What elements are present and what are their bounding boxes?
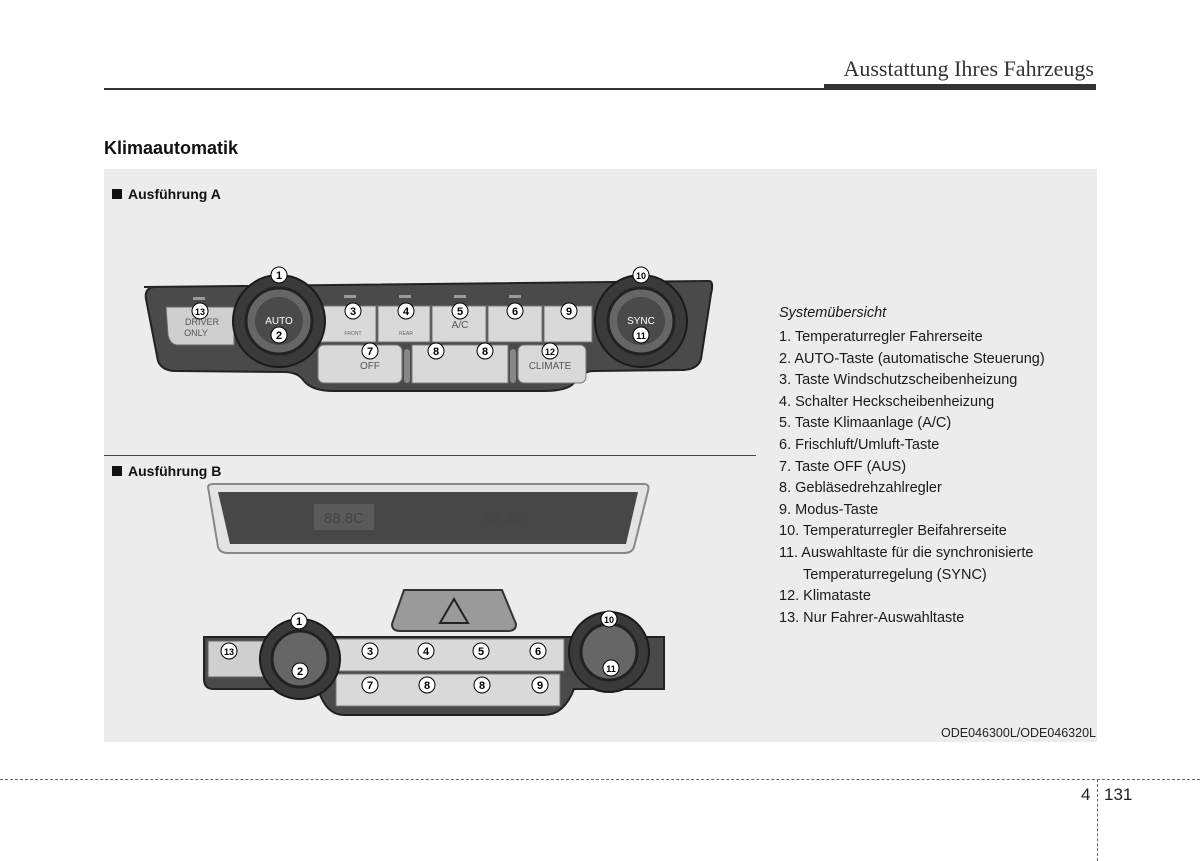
- legend-item: 1. Temperaturregler Fahrerseite: [779, 329, 983, 345]
- svg-text:6: 6: [512, 306, 518, 318]
- legend-item: 4. Schalter Heckscheibenheizung: [779, 393, 995, 410]
- legend-item: 6. Frischluft/Umluft-Taste: [779, 436, 940, 453]
- legend-list: 1. Temperaturregler Fahrerseite 2. AUTO-…: [779, 327, 1089, 629]
- off-text: OFF: [360, 361, 380, 372]
- display-left-text: 88.8C: [324, 510, 364, 527]
- legend-item: 5. Taste Klimaanlage (A/C): [779, 415, 952, 432]
- header-rule: [104, 88, 1096, 90]
- climate-control-illustration: DRIVER ONLY FRONT REAR A/C OFF CLIMATE: [143, 266, 714, 716]
- hazard-button: [390, 589, 518, 632]
- svg-text:13: 13: [195, 307, 205, 317]
- legend-item: 7. Taste OFF (AUS): [779, 458, 907, 475]
- legend-item: 3. Taste Windschutzscheibenheizung: [779, 372, 1018, 389]
- legend-item: 12. Klimataste: [779, 588, 871, 605]
- legend-item: 10. Temperaturregler Beifahrerseite: [779, 523, 1007, 540]
- legend-item: 8. Gebläsedrehzahlregler: [779, 480, 942, 497]
- auto-text: AUTO: [265, 316, 293, 327]
- svg-text:9: 9: [566, 306, 572, 318]
- svg-text:2: 2: [297, 666, 303, 678]
- svg-text:10: 10: [636, 271, 646, 281]
- svg-text:7: 7: [367, 346, 373, 358]
- svg-text:8: 8: [433, 346, 439, 358]
- svg-text:11: 11: [606, 664, 616, 674]
- variant-a-label: Ausführung A: [112, 186, 221, 202]
- svg-text:2: 2: [276, 330, 282, 342]
- svg-text:6: 6: [535, 646, 541, 658]
- svg-text:10: 10: [604, 615, 614, 625]
- passenger-knob: SYNC: [594, 274, 688, 368]
- bottom-row-buttons: OFF CLIMATE: [317, 344, 587, 384]
- page-number: 131: [1104, 785, 1133, 804]
- front-text: FRONT: [344, 331, 361, 337]
- svg-text:1: 1: [276, 270, 282, 282]
- svg-text:3: 3: [367, 646, 373, 658]
- figure-code: ODE046300L/ODE046320L: [941, 726, 1096, 740]
- bullet-square-icon: [112, 189, 122, 199]
- sync-text: SYNC: [627, 316, 655, 327]
- svg-text:9: 9: [537, 680, 543, 692]
- header-rule-accent: [824, 84, 1096, 90]
- svg-text:5: 5: [478, 646, 484, 658]
- variant-a-text: Ausführung A: [128, 186, 221, 202]
- ac-text: A/C: [452, 320, 469, 331]
- svg-text:4: 4: [403, 306, 410, 318]
- svg-text:8: 8: [482, 346, 488, 358]
- variant-a-panel: DRIVER ONLY FRONT REAR A/C OFF CLIMATE: [143, 266, 714, 392]
- legend-item: 2. AUTO-Taste (automatische Steuerung): [779, 350, 1045, 367]
- callouts-a: 1 2 3 4 5 6 7 8 8 9 10 11 12 13: [191, 266, 650, 360]
- svg-text:8: 8: [424, 680, 430, 692]
- climate-text: CLIMATE: [529, 361, 572, 372]
- svg-text:3: 3: [350, 306, 356, 318]
- svg-text:1: 1: [296, 616, 302, 628]
- running-header: Ausstattung Ihres Fahrzeugs: [843, 56, 1094, 81]
- legend-item: 13. Nur Fahrer-Auswahltaste: [779, 609, 965, 626]
- only-text: ONLY: [184, 328, 208, 338]
- legend-item: 9. Modus-Taste: [779, 501, 879, 518]
- svg-text:13: 13: [224, 647, 234, 657]
- section-title: Klimaautomatik: [104, 138, 239, 158]
- svg-text:11: 11: [636, 331, 646, 341]
- variant-b-panel: 1 2 3 4 5 6 7 8 8 9 10 11 13: [203, 610, 665, 716]
- system-overview-legend: Systemübersicht 1. Temperaturregler Fahr…: [779, 305, 1089, 629]
- footer-dashed-rule: [0, 779, 1200, 780]
- display-right-text: 88.8C: [484, 510, 524, 527]
- footer-vertical-dashed-rule: [1097, 779, 1098, 861]
- svg-text:8: 8: [479, 680, 485, 692]
- chapter-number: 4: [1081, 785, 1091, 804]
- variant-divider: [104, 455, 756, 456]
- driver-text: DRIVER: [185, 317, 220, 327]
- variant-b-label: Ausführung B: [112, 463, 221, 479]
- rear-text: REAR: [399, 331, 413, 337]
- svg-text:5: 5: [457, 306, 463, 318]
- svg-text:7: 7: [367, 680, 373, 692]
- driver-knob: AUTO: [232, 274, 326, 368]
- svg-text:4: 4: [423, 646, 430, 658]
- variant-b-display: 88.8C 88.8C: [206, 483, 650, 554]
- legend-item: 11. Auswahltaste für die synchronisierte…: [779, 544, 1034, 583]
- svg-text:12: 12: [545, 347, 555, 357]
- variant-b-text: Ausführung B: [128, 463, 222, 479]
- bullet-square-icon: [112, 466, 122, 476]
- legend-heading: Systemübersicht: [779, 305, 887, 321]
